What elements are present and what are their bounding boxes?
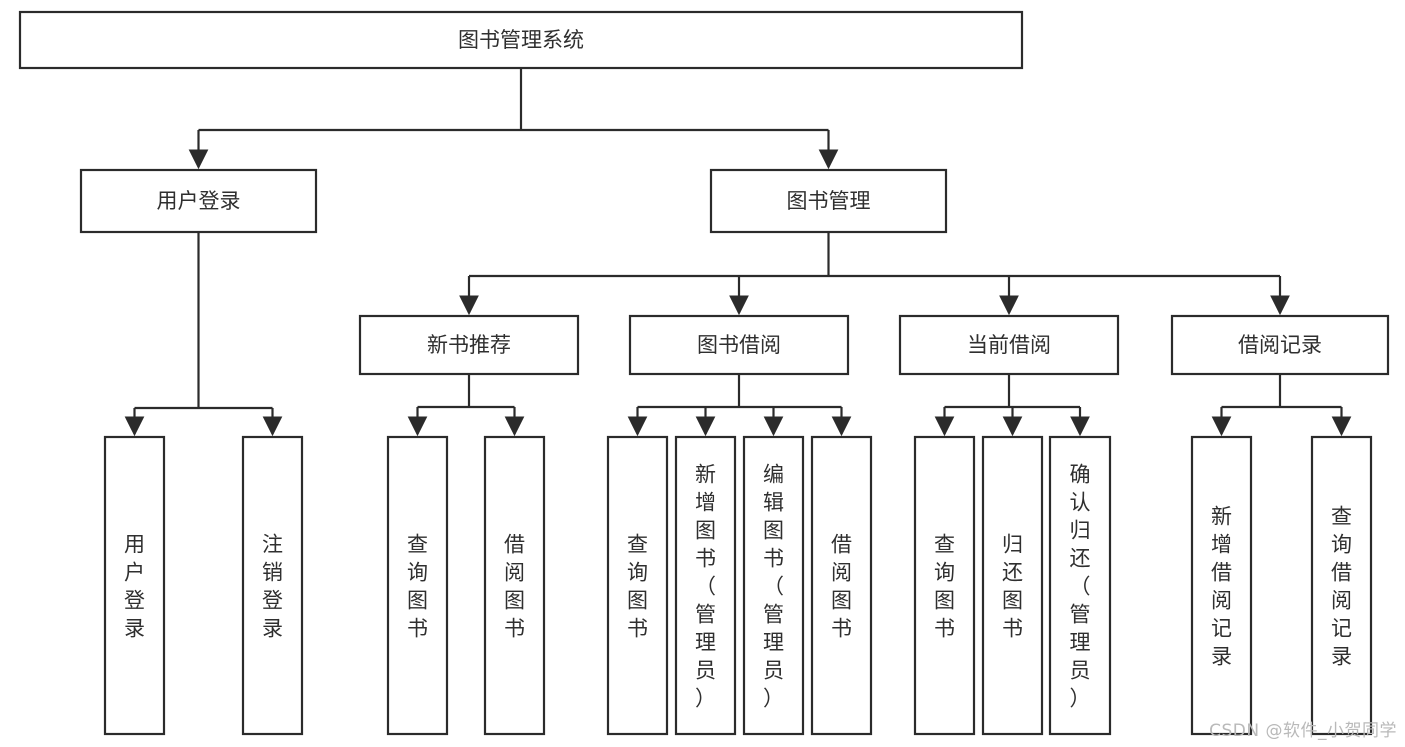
node-label: 借阅记录 (1238, 333, 1322, 357)
node-leaf-return-book[interactable]: 归还图书 (981, 435, 1044, 736)
node-leaf-add-book[interactable]: 新增图书（管理员） (674, 435, 737, 736)
node-leaf-edit-book[interactable]: 编辑图书（管理员） (742, 435, 805, 736)
csdn-watermark: CSDN @软件_小贺同学 (1209, 721, 1397, 741)
node-label: 当前借阅 (967, 333, 1051, 357)
node-book-manage[interactable]: 图书管理 (709, 168, 948, 234)
node-leaf-query-book-recommend[interactable]: 查询图书 (386, 435, 449, 736)
node-label: 借阅图书 (831, 532, 852, 640)
node-label: 图书管理 (787, 189, 871, 213)
node-new-book-recommend[interactable]: 新书推荐 (358, 314, 580, 376)
node-leaf-logout-login[interactable]: 注销登录 (241, 435, 304, 736)
node-label: 借阅图书 (504, 532, 525, 640)
node-leaf-user-login[interactable]: 用户登录 (103, 435, 166, 736)
node-leaf-borrow-book-recommend[interactable]: 借阅图书 (483, 435, 546, 736)
node-label: 归还图书 (1002, 532, 1023, 640)
node-leaf-confirm-return[interactable]: 确认归还（管理员） (1048, 435, 1112, 736)
node-label: 图书借阅 (697, 333, 781, 357)
node-label: 新增借阅记录 (1211, 504, 1232, 668)
node-root-book-management-system[interactable]: 图书管理系统 (18, 10, 1024, 70)
node-label: 新增图书（管理员） (695, 462, 716, 710)
node-label: 图书管理系统 (458, 28, 584, 52)
node-leaf-query-book-current[interactable]: 查询图书 (913, 435, 976, 736)
node-label: 用户登录 (157, 189, 241, 213)
node-label: 确认归还（管理员） (1070, 462, 1091, 710)
node-label: 查询图书 (934, 532, 955, 640)
connector-lines (124, 68, 1352, 437)
node-leaf-add-borrow-record[interactable]: 新增借阅记录 (1190, 435, 1253, 736)
node-current-borrow[interactable]: 当前借阅 (898, 314, 1120, 376)
node-label: 用户登录 (124, 532, 145, 640)
node-book-borrow[interactable]: 图书借阅 (628, 314, 850, 376)
node-borrow-record[interactable]: 借阅记录 (1170, 314, 1390, 376)
node-label: 查询借阅记录 (1331, 504, 1352, 668)
node-label: 编辑图书（管理员） (763, 462, 784, 710)
node-label: 查询图书 (407, 532, 428, 640)
node-leaf-query-borrow-record[interactable]: 查询借阅记录 (1310, 435, 1373, 736)
node-label: 注销登录 (262, 532, 283, 640)
node-label: 查询图书 (627, 532, 648, 640)
node-label: 新书推荐 (427, 333, 511, 357)
node-boxes: 图书管理系统用户登录图书管理新书推荐图书借阅当前借阅借阅记录用户登录注销登录查询… (18, 10, 1390, 736)
node-user-login[interactable]: 用户登录 (79, 168, 318, 234)
node-leaf-borrow-book[interactable]: 借阅图书 (810, 435, 873, 736)
node-leaf-query-book-borrow[interactable]: 查询图书 (606, 435, 669, 736)
